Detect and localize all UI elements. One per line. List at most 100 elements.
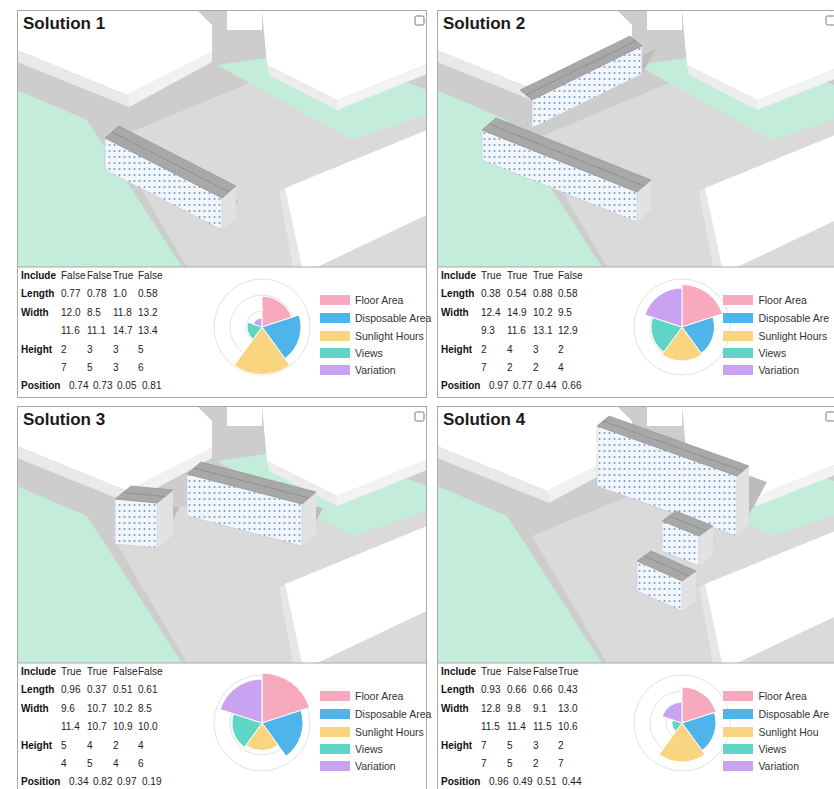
table-cell: 0.66 — [562, 380, 581, 392]
table-cell: 11.8 — [113, 307, 132, 319]
row-header: Width — [21, 703, 49, 715]
table-cell: 0.66 — [533, 684, 552, 696]
table-cell: 0.82 — [93, 776, 112, 788]
rose-chart — [634, 279, 730, 375]
checkbox — [415, 16, 424, 25]
table-cell: 1.0 — [113, 288, 127, 300]
legend-label: Variation — [355, 364, 396, 376]
row-header: Position — [21, 380, 60, 392]
table-cell: 2 — [113, 740, 119, 752]
existing-building — [647, 406, 682, 426]
legend-label: Sunlight Hours — [355, 330, 424, 342]
grid-ring — [634, 675, 730, 771]
existing-building — [262, 406, 427, 496]
existing-building — [705, 126, 834, 267]
grid-ring — [214, 279, 310, 375]
existing-building-face — [757, 60, 834, 110]
table-cell: 6 — [138, 758, 144, 770]
table-cell: 3 — [87, 344, 93, 356]
legend-label: Views — [758, 743, 786, 755]
roof-ridge — [112, 132, 229, 192]
table-cell: 7 — [61, 362, 67, 374]
row-header: Height — [21, 344, 52, 356]
table-cell: 11.5 — [533, 721, 552, 733]
row-header: Include — [441, 270, 476, 282]
table-cell: 13.2 — [138, 307, 157, 319]
table-cell: 2 — [507, 362, 513, 374]
table-cell: False — [138, 270, 162, 282]
legend-swatch — [723, 295, 753, 305]
row-header: Width — [21, 307, 49, 319]
row-header: Length — [441, 684, 474, 696]
table-cell: 9.5 — [558, 307, 572, 319]
legend-swatch — [320, 727, 350, 737]
table-cell: 7 — [558, 758, 564, 770]
table-cell: 11.4 — [61, 721, 80, 733]
legend-label: Floor Area — [355, 690, 403, 702]
table-cell: 6 — [138, 362, 144, 374]
existing-building — [227, 10, 262, 30]
table-cell: 0.66 — [507, 684, 526, 696]
building-facade — [115, 499, 157, 548]
legend-label: Views — [355, 743, 383, 755]
table-cell: 5 — [507, 758, 513, 770]
massing-render — [17, 10, 427, 267]
table-cell: 5 — [87, 362, 93, 374]
table-cell: 12.0 — [61, 307, 80, 319]
roof-ridge — [603, 421, 743, 471]
rose-chart — [214, 673, 310, 771]
table-cell: 2 — [533, 758, 539, 770]
building-roof — [187, 462, 316, 504]
table-cell: 5 — [87, 758, 93, 770]
existing-building — [227, 406, 262, 426]
table-cell: 14.9 — [507, 307, 526, 319]
table-cell: 10.2 — [533, 307, 552, 319]
rose-wedge — [662, 702, 682, 723]
row-header: Width — [441, 307, 469, 319]
table-cell: 14.7 — [113, 325, 132, 337]
legend-swatch — [723, 691, 753, 701]
row-header: Height — [441, 344, 472, 356]
solution-card — [17, 10, 437, 398]
building-roof — [105, 126, 236, 198]
table-cell: 12.9 — [558, 325, 577, 337]
table-cell: 4 — [87, 740, 93, 752]
massing-render — [437, 406, 834, 663]
table-cell: 0.54 — [507, 288, 526, 300]
legend-label: Disposable Area — [355, 312, 431, 324]
massing-render — [437, 10, 834, 267]
table-cell: 2 — [481, 344, 487, 356]
table-cell: 5 — [507, 740, 513, 752]
legend-label: Floor Area — [758, 690, 806, 702]
table-cell: 0.58 — [558, 288, 577, 300]
table-cell: 2 — [533, 362, 539, 374]
table-cell: 10.7 — [87, 721, 106, 733]
table-cell: 0.43 — [558, 684, 577, 696]
ground — [437, 10, 834, 267]
building-roof — [662, 511, 713, 536]
legend-swatch — [723, 365, 753, 375]
building-roof — [637, 551, 696, 581]
table-cell: 10.2 — [113, 703, 132, 715]
roof-ridge — [489, 124, 644, 186]
table-cell: 11.4 — [507, 721, 526, 733]
legend-swatch — [320, 348, 350, 358]
legend-swatch — [723, 727, 753, 737]
existing-building-face — [437, 446, 549, 503]
existing-building — [17, 10, 212, 95]
row-header: Height — [21, 740, 52, 752]
table-cell: 0.61 — [138, 684, 157, 696]
roof-ridge — [669, 516, 706, 531]
table-cell: 0.97 — [489, 380, 508, 392]
table-cell: 0.49 — [513, 776, 532, 788]
table-cell: 3 — [113, 362, 119, 374]
solution-card — [437, 406, 834, 789]
checkbox — [826, 16, 834, 25]
legend-label: Disposable Are — [758, 312, 829, 324]
row-header: Length — [441, 288, 474, 300]
table-cell: 13.0 — [558, 703, 577, 715]
roof-ridge — [526, 41, 636, 95]
legend-label: Views — [758, 347, 786, 359]
table-cell: 9.1 — [533, 703, 547, 715]
table-cell: 2 — [558, 740, 564, 752]
